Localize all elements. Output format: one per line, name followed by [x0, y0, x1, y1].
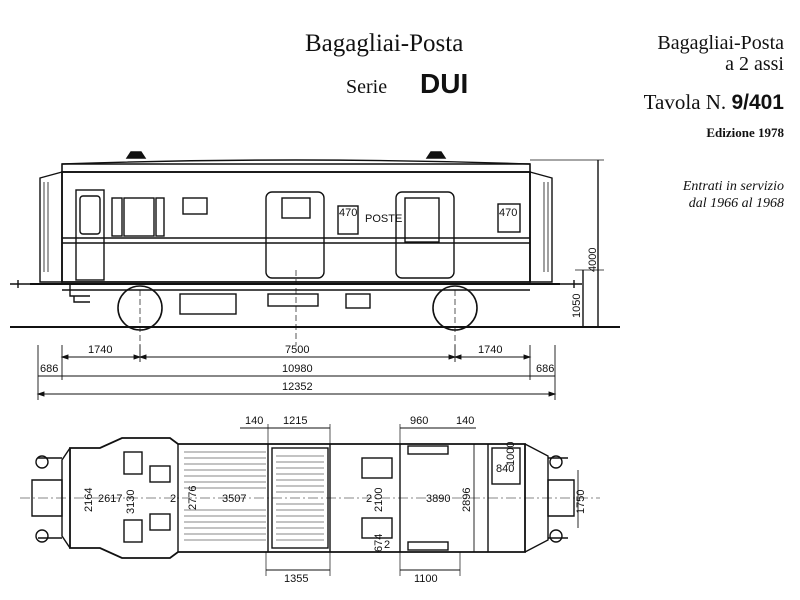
dim-total-length: 12352: [282, 381, 313, 393]
type-line-1: Bagagliai-Posta: [657, 32, 784, 54]
panel-number-left: 470: [339, 207, 357, 219]
dim-axle-height: 1050: [571, 294, 583, 318]
plan-dim-3130: 3130: [125, 490, 137, 514]
panel-number-right: 470: [499, 207, 517, 219]
plan-dim-2164: 2164: [83, 488, 95, 512]
service-note: Entrati in servizio dal 1966 al 1968: [683, 178, 784, 212]
edition: Edizione 1978: [706, 125, 784, 140]
tavola-number: Tavola N. 9/401: [644, 90, 784, 115]
plan-dim-140-left: 140: [245, 415, 263, 427]
plan-dim-674: 674: [373, 534, 385, 552]
plan-dim-1355: 1355: [284, 573, 308, 585]
plan-dim-1215: 1215: [283, 415, 307, 427]
type-line-2: a 2 assi: [725, 53, 784, 75]
plan-dim-2776: 2776: [187, 486, 199, 510]
drawing-title: Bagagliai-Posta: [305, 30, 464, 57]
plan-dim-960: 960: [410, 415, 428, 427]
plan-dim-2617: 2617: [98, 493, 122, 505]
plan-dim-140-right: 140: [456, 415, 474, 427]
dim-overhang-right: 1740: [478, 344, 502, 356]
service-line-2: dal 1966 al 1968: [688, 196, 784, 211]
tavola-label: Tavola N.: [643, 90, 727, 114]
posta-label: POSTE: [365, 213, 402, 225]
serie-code: DUI: [420, 68, 469, 99]
tavola-value: 9/401: [731, 91, 784, 114]
plan-dim-3507: 3507: [222, 493, 246, 505]
dim-overhang-left: 1740: [88, 344, 112, 356]
dim-buffer-left: 686: [40, 363, 58, 375]
dimension-lines: [36, 345, 557, 400]
dim-body-length: 10980: [282, 363, 313, 375]
dim-height-total: 4000: [587, 248, 599, 272]
plan-dim-2100: 2100: [373, 488, 385, 512]
dim-buffer-right: 686: [536, 363, 554, 375]
dim-wheelbase: 7500: [285, 344, 309, 356]
serie-label: Serie: [346, 76, 388, 98]
service-line-1: Entrati in servizio: [682, 179, 784, 194]
plan-view: [20, 424, 600, 576]
plan-dim-1750: 1750: [575, 490, 587, 514]
plan-dim-1100: 1100: [414, 573, 438, 585]
plan-dim-3890: 3890: [426, 493, 450, 505]
plan-dim-840: 840: [496, 463, 514, 475]
plan-dim-2-b: 2: [366, 493, 372, 505]
plan-dim-1000: 1000: [505, 442, 517, 466]
side-view: [10, 151, 620, 345]
plan-dim-2-c: 2: [384, 539, 390, 551]
plan-dim-2896: 2896: [461, 488, 473, 512]
plan-dim-2-a: 2: [170, 493, 176, 505]
